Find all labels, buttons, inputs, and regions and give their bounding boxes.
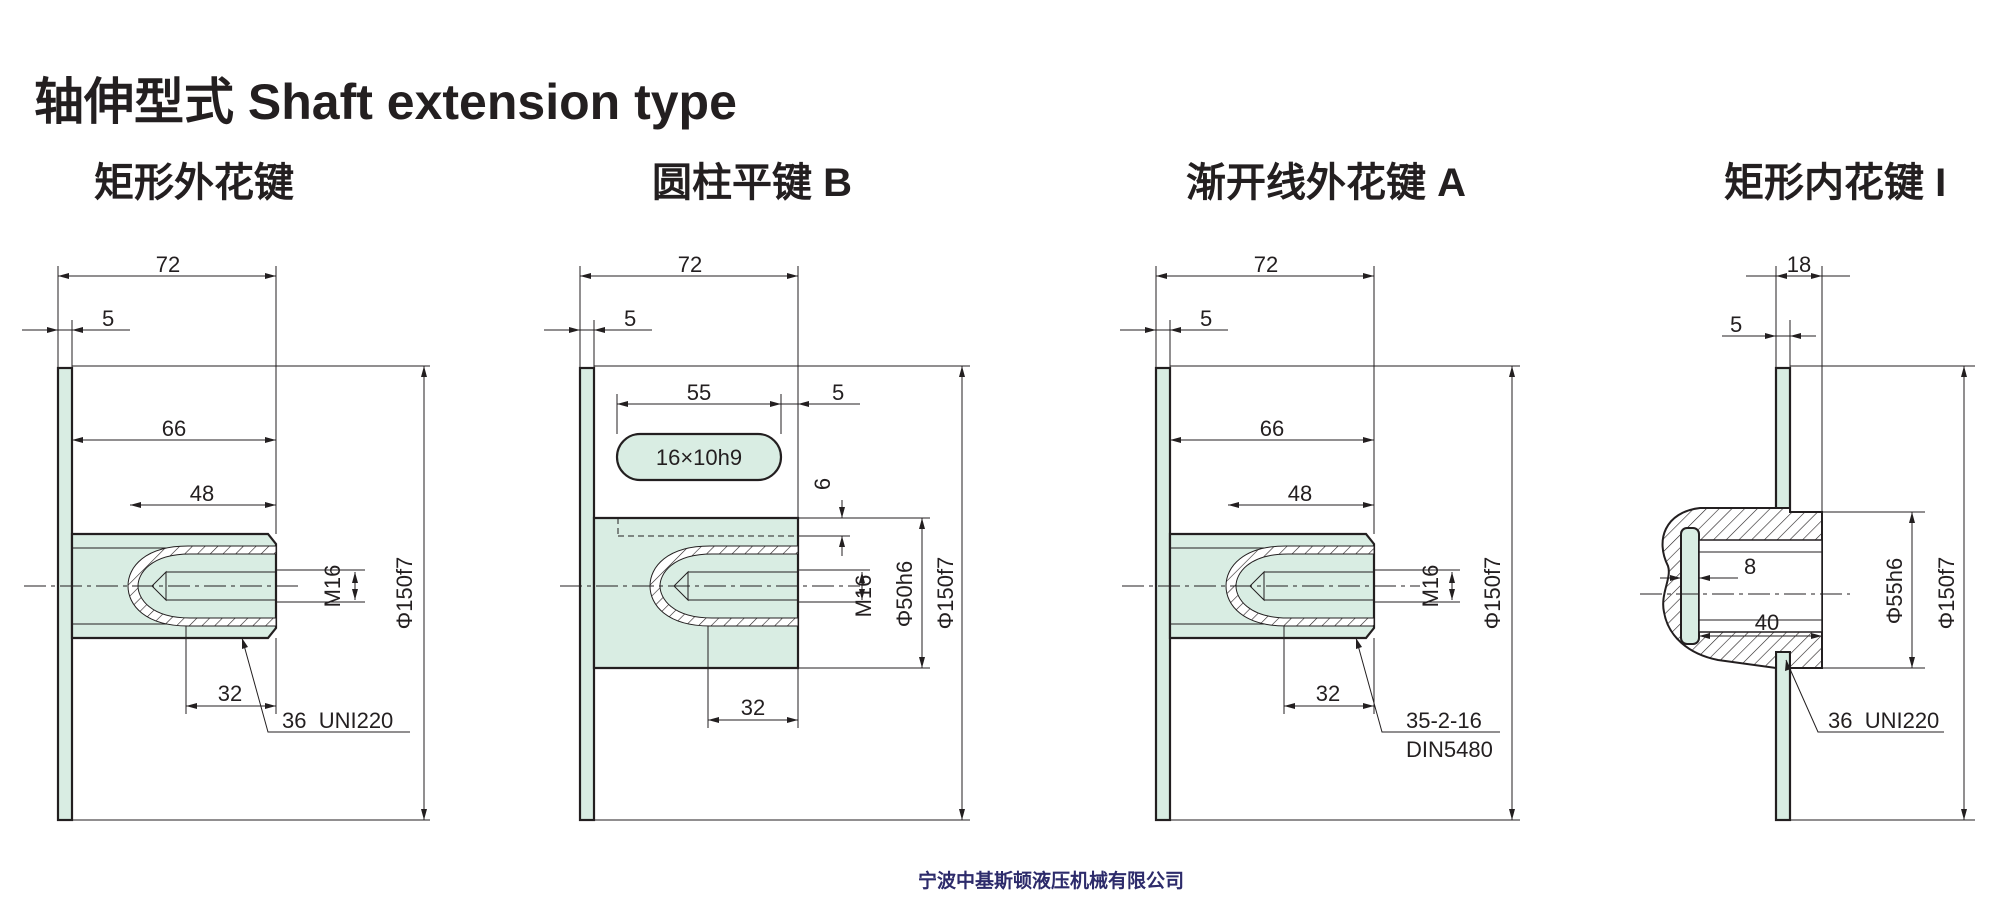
- dim-thread-size: M16: [1418, 565, 1443, 608]
- view-cylindrical-key: 72 5 55 5 16×10h9 6 M16 Φ50h6 Φ150f7 32: [544, 252, 970, 822]
- view-title-rect-internal-spline: 矩形内花键 I: [1724, 161, 1947, 205]
- dim-overall-length: 72: [1254, 252, 1278, 277]
- view-rect-external-spline: 72 5 66 48 32 M16 Φ150f7 36 UNI220: [22, 252, 430, 822]
- dim-bore-depth: 48: [1288, 481, 1312, 506]
- mounting-flange: [578, 366, 596, 822]
- internal-groove: [1680, 527, 1700, 645]
- dim-thread-length: 32: [218, 681, 242, 706]
- mounting-flange: [1154, 366, 1172, 822]
- dim-flange-thickness: 5: [1200, 306, 1212, 331]
- dim-bore-depth: 48: [190, 481, 214, 506]
- dim-key-offset: 5: [832, 380, 844, 405]
- page-title: 轴伸型式 Shaft extension type: [34, 74, 737, 130]
- tapped-hole: [151, 570, 276, 602]
- dim-bore-diameter: Φ55h6: [1882, 558, 1907, 625]
- dim-shaft-diameter: Φ50h6: [892, 561, 917, 628]
- callout-standard: 36 UNI220: [1828, 708, 1939, 733]
- spline-bore: [1698, 539, 1823, 633]
- key-designation: 16×10h9: [656, 445, 742, 470]
- dim-spline-length: 66: [1260, 416, 1284, 441]
- bore-section: [649, 545, 799, 627]
- company-footer: 宁波中基斯顿液压机械有限公司: [918, 871, 1185, 892]
- dim-thread-size: M16: [851, 575, 876, 618]
- callout-standard: DIN5480: [1406, 737, 1493, 762]
- view-title-involute-spline: 渐开线外花键 A: [1186, 161, 1466, 205]
- dim-overall-length: 72: [678, 252, 702, 277]
- callout-spline-spec: 35-2-16: [1406, 708, 1482, 733]
- dim-key-depth: 6: [810, 478, 835, 490]
- callout-standard: 36 UNI220: [282, 708, 393, 733]
- dim-thread-length: 32: [1316, 681, 1340, 706]
- dim-flange-thickness: 5: [102, 306, 114, 331]
- dim-thread-size: M16: [320, 565, 345, 608]
- dim-flange-diameter: Φ150f7: [392, 557, 417, 630]
- dim-flange-diameter: Φ150f7: [1934, 557, 1959, 630]
- dim-overall-length: 72: [156, 252, 180, 277]
- view-title-rect-external-spline: 矩形外花键: [94, 161, 294, 205]
- dim-groove-width: 8: [1744, 554, 1756, 579]
- dim-spline-length: 66: [162, 416, 186, 441]
- mounting-flange: [56, 366, 74, 822]
- view-rect-internal-spline: 18 5 8 40 Φ55h6 Φ150f7 36 UNI220: [1640, 252, 1975, 822]
- dim-flange-diameter: Φ150f7: [1480, 557, 1505, 630]
- dim-flange-diameter: Φ150f7: [933, 557, 958, 630]
- view-involute-spline: 72 5 66 48 32 M16 Φ150f7 35-2-16 DIN5480: [1120, 252, 1520, 822]
- dim-flange-thickness: 5: [1730, 312, 1742, 337]
- shaft-body: [592, 516, 800, 670]
- key-slot: [615, 432, 783, 482]
- dim-flange-thickness: 5: [624, 306, 636, 331]
- dim-key-length: 55: [687, 380, 711, 405]
- dim-spline-length: 40: [1755, 610, 1779, 635]
- tapped-hole: [1249, 570, 1374, 602]
- view-title-cylindrical-key: 圆柱平键 B: [652, 161, 852, 205]
- bore-section: [1225, 545, 1375, 627]
- dim-thread-length: 32: [741, 695, 765, 720]
- bore-section: [127, 545, 277, 627]
- dim-overall-length: 18: [1787, 252, 1811, 277]
